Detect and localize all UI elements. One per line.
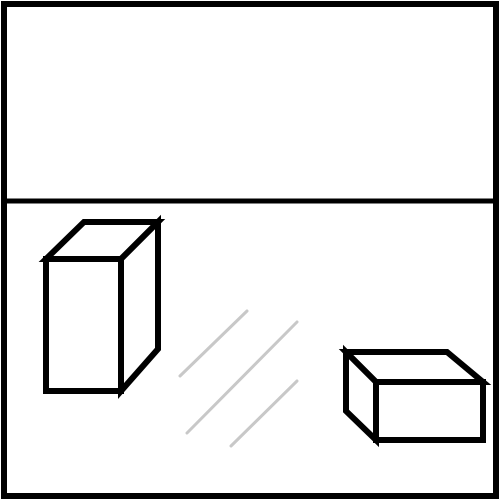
reflection-line (185, 320, 299, 435)
reflection-line (229, 379, 299, 448)
reflection-lines (178, 309, 299, 448)
reflection-line (178, 309, 249, 378)
tall-box (38, 214, 166, 399)
short-box-front-face (373, 379, 486, 443)
tall-box-front-face (43, 256, 124, 394)
short-box (338, 344, 492, 448)
